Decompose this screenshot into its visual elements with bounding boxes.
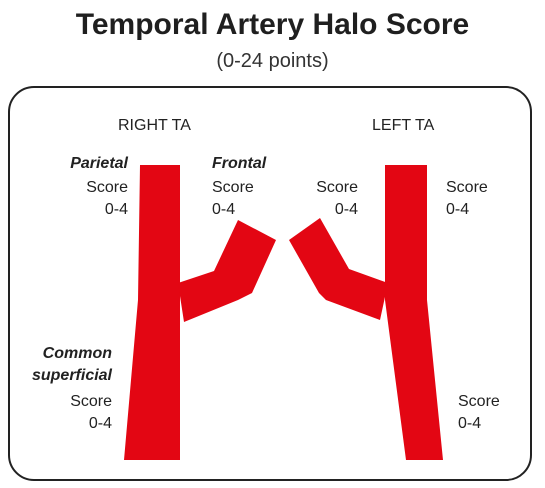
left-common-score-range: 0-4 <box>458 414 481 434</box>
left-frontal-score-label: Score <box>300 178 358 198</box>
left-ta-header: LEFT TA <box>372 116 434 136</box>
right-parietal-score-label: Score <box>62 178 128 198</box>
left-common-score-label: Score <box>458 392 500 412</box>
right-ta-header: RIGHT TA <box>118 116 191 136</box>
right-parietal-common-branch <box>124 165 180 460</box>
left-frontal-score-range: 0-4 <box>300 200 358 220</box>
right-frontal-score-range: 0-4 <box>212 200 235 220</box>
left-parietal-common-branch <box>385 165 443 460</box>
right-common-score-range: 0-4 <box>12 414 112 434</box>
right-parietal-score-range: 0-4 <box>62 200 128 220</box>
right-common-score-label: Score <box>12 392 112 412</box>
right-common-label-line2: superficial <box>12 366 112 386</box>
left-parietal-score-label: Score <box>446 178 488 198</box>
right-common-label-line1: Common <box>12 344 112 364</box>
right-frontal-branch <box>178 220 276 322</box>
right-parietal-label: Parietal <box>62 154 128 174</box>
left-frontal-branch <box>289 218 388 320</box>
right-frontal-label: Frontal <box>212 154 266 174</box>
left-parietal-score-range: 0-4 <box>446 200 469 220</box>
right-frontal-score-label: Score <box>212 178 254 198</box>
